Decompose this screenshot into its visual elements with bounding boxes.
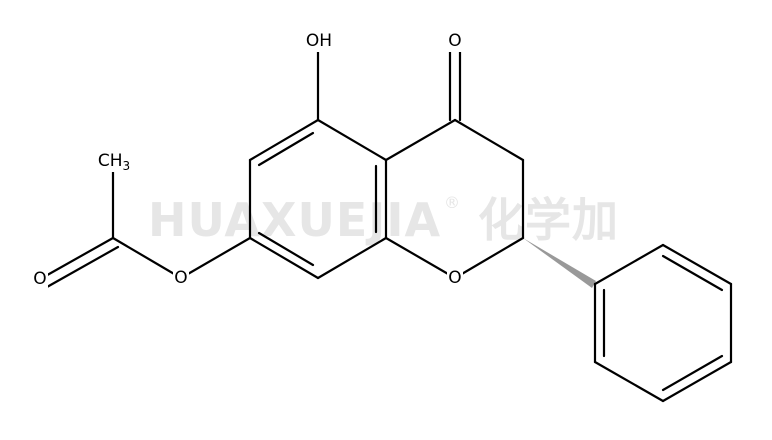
ester-oxygen-label: O	[174, 268, 187, 288]
hydroxyl-label: OH	[306, 31, 332, 51]
bond	[661, 354, 724, 392]
bond	[661, 360, 733, 403]
bond	[316, 118, 388, 162]
watermark: HUAXUEJIA ® 化学加	[148, 193, 619, 247]
bond	[257, 231, 315, 267]
bond	[384, 118, 457, 162]
bond	[661, 243, 733, 286]
bond	[179, 236, 252, 280]
bond	[316, 236, 388, 280]
carbonyl-oxygen-label: O	[33, 269, 46, 289]
ketone-oxygen-label: O	[448, 31, 461, 51]
bond	[593, 360, 665, 403]
bond	[248, 236, 320, 280]
bond	[111, 236, 183, 280]
methyl-ch: CH	[98, 151, 123, 171]
methyl-label: CH3	[98, 151, 130, 173]
atom-labels: OH O O O O CH3	[32, 30, 463, 289]
ring-oxygen-label: O	[448, 268, 461, 288]
methyl-subscript: 3	[123, 159, 131, 173]
watermark-text: HUAXUEJIA	[148, 193, 441, 247]
bond	[248, 118, 320, 162]
watermark-chinese: 化学加	[478, 193, 619, 247]
bonds	[40, 50, 733, 403]
bond	[661, 254, 724, 292]
bond	[593, 243, 665, 286]
bond	[453, 118, 525, 162]
bond	[384, 236, 457, 280]
bond	[40, 236, 115, 280]
wedge-bond	[523, 238, 596, 288]
bond	[45, 245, 120, 289]
watermark-registered: ®	[444, 193, 460, 212]
bond	[453, 236, 525, 280]
bond	[257, 131, 315, 167]
